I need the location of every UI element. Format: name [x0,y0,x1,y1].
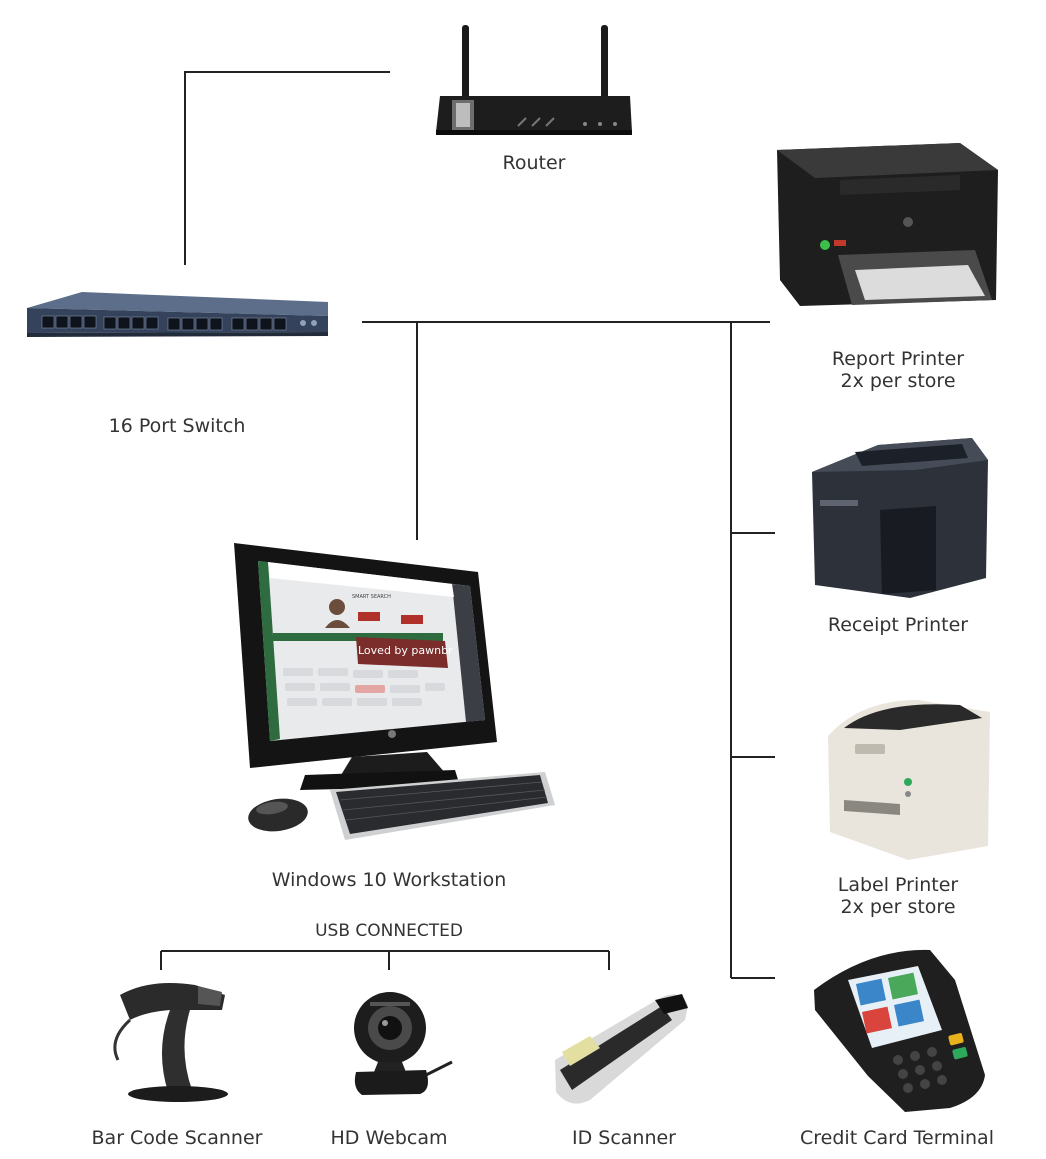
label-printer-icon [828,700,990,860]
switch-label-text: 16 Port Switch [108,415,246,437]
report-printer-label-text: Report Printer [831,348,965,370]
usb-connected-label-text: USB CONNECTED [315,921,463,941]
barcode-scanner-label: Bar Code Scanner [77,1127,277,1149]
router-label: Router [454,152,614,174]
webcam-icon [354,992,453,1095]
report-printer-label: Report Printer 2x per store [798,348,998,392]
report-printer-sublabel: 2x per store [840,370,956,392]
id-scanner-label-text: ID Scanner [571,1127,676,1149]
receipt-printer-label: Receipt Printer [798,614,998,636]
card-terminal-label: Credit Card Terminal [787,1127,1007,1149]
receipt-printer-label-text: Receipt Printer [827,614,969,636]
label-printer-label: Label Printer 2x per store [798,874,998,918]
router-label-text: Router [502,152,566,174]
connector-lines [160,71,775,979]
card-terminal-icon [814,949,985,1112]
id-scanner-icon [555,994,688,1104]
card-terminal-label-text: Credit Card Terminal [800,1127,994,1149]
router-icon [436,25,632,135]
label-printer-label-text: Label Printer [837,874,959,896]
switch-label: 16 Port Switch [77,415,277,437]
desktop-computer-icon: SMART SEARCH Loved by pawnbr [234,543,555,840]
barcode-scanner-label-text: Bar Code Scanner [91,1127,263,1149]
router-switch-link [184,71,390,265]
laser-printer-icon [777,143,998,306]
screen-banner-text: Loved by pawnbr [358,644,453,657]
webcam-label: HD Webcam [309,1127,469,1149]
usb-connected-label: USB CONNECTED [289,920,489,942]
screen-search-heading: SMART SEARCH [352,594,391,600]
workstation-label: Windows 10 Workstation [239,869,539,891]
barcode-scanner-icon [113,982,228,1102]
label-printer-sublabel: 2x per store [840,896,956,918]
workstation-label-text: Windows 10 Workstation [271,869,507,891]
receipt-printer-icon [812,438,988,598]
network-switch-icon [27,292,328,337]
id-scanner-label: ID Scanner [554,1127,694,1149]
webcam-label-text: HD Webcam [330,1127,448,1149]
